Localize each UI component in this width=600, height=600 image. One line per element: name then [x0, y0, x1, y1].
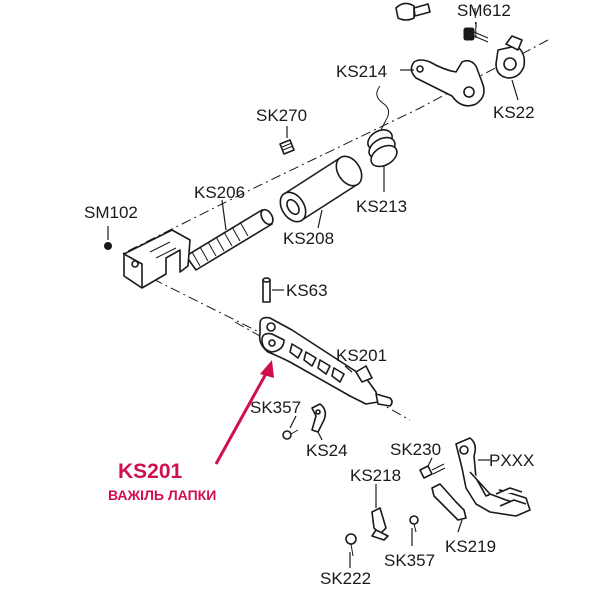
label-ks206: KS206	[194, 183, 245, 202]
label-ks22: KS22	[493, 103, 535, 122]
part-ks208-sleeve	[279, 155, 363, 229]
label-ks218: KS218	[350, 466, 401, 485]
label-sm612: SM612	[457, 1, 511, 20]
label-sk270: SK270	[256, 106, 307, 125]
part-ks218-bracket	[371, 484, 389, 541]
label-sk357-lower: SK357	[384, 551, 435, 570]
part-ks206-bracket	[123, 229, 191, 289]
label-ks24: KS24	[306, 441, 348, 460]
part-sk222-screw	[345, 533, 357, 568]
part-pxxx-presser-foot	[455, 437, 531, 517]
label-ks201: KS201	[336, 346, 387, 365]
label-ks219: KS219	[445, 537, 496, 556]
part-sk357-lower-screw	[409, 515, 419, 546]
highlight-arrow	[214, 360, 274, 465]
part-sk230-screw	[419, 457, 446, 479]
label-sk222: SK222	[320, 569, 371, 588]
part-ks206-shaft	[185, 199, 274, 271]
part-ks22-clamp	[495, 35, 526, 101]
part-ks201-lever	[258, 316, 393, 407]
label-ks213: KS213	[356, 197, 407, 216]
label-pxxx: PXXX	[489, 451, 534, 470]
part-sk357-upper-screw	[282, 415, 299, 440]
highlight-caption: KS201 ВАЖІЛЬ ЛАПКИ	[108, 460, 216, 503]
label-ks208: KS208	[283, 229, 334, 248]
label-ks214: KS214	[336, 62, 387, 81]
part-sk270-screw	[279, 126, 295, 155]
highlight-part-name: ВАЖІЛЬ ЛАПКИ	[108, 487, 216, 503]
label-sk357-upper: SK357	[250, 398, 301, 417]
part-ks219-guard	[431, 483, 467, 533]
part-ks63-pin	[262, 277, 284, 303]
part-ks213-spring	[367, 85, 398, 192]
part-sm102-screw	[104, 226, 112, 250]
label-sm102: SM102	[84, 203, 138, 222]
top-screw-part	[395, 2, 431, 21]
label-ks63: KS63	[286, 281, 328, 300]
label-sk230: SK230	[390, 440, 441, 459]
part-labels: SM612 KS214 KS22 SK270 KS213 KS208 KS206…	[84, 1, 535, 588]
part-sm612-screw	[463, 22, 489, 43]
part-ks214-lever	[400, 59, 485, 107]
part-ks24-lever	[311, 403, 327, 441]
highlight-part-code: KS201	[118, 460, 183, 483]
